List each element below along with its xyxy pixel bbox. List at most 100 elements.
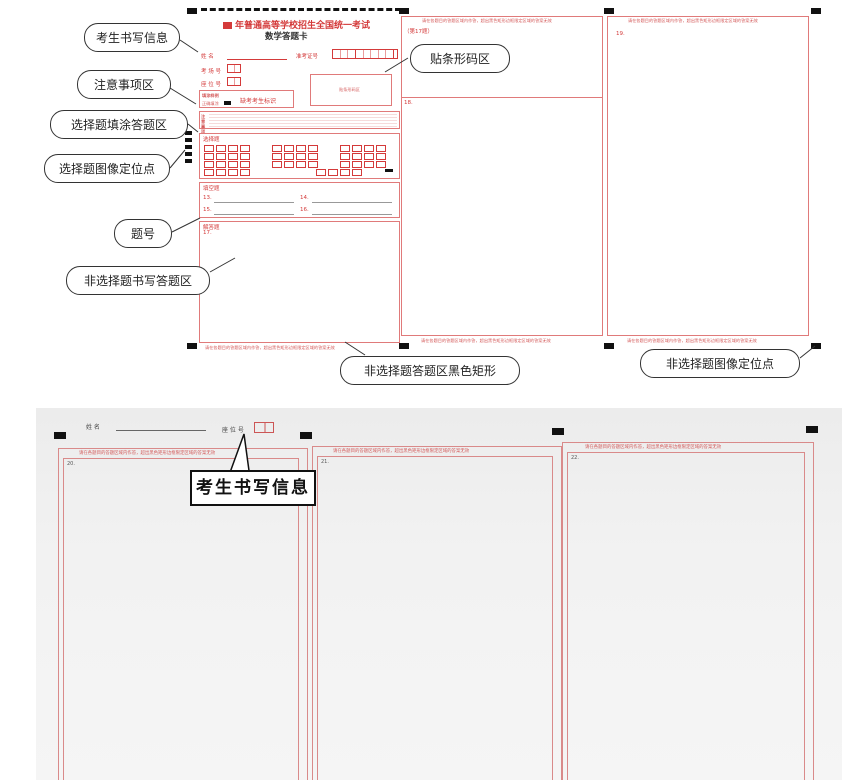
notice-text: [209, 114, 397, 128]
photo-q20-label: 20.: [67, 461, 75, 467]
photo-q21-label: 21.: [321, 459, 329, 465]
bubble[interactable]: [340, 169, 350, 176]
col2-header: （第17题）: [404, 29, 433, 35]
callout-black-rect: 非选择题答题区黑色矩形: [340, 356, 520, 385]
bubble[interactable]: [364, 161, 374, 168]
photo-col2-top-text: 请在各题目的答题区域内作答，超出黑色矩形边框限定区域的答案无效: [333, 449, 470, 454]
bubble[interactable]: [340, 145, 350, 152]
bubble[interactable]: [296, 153, 306, 160]
bubble[interactable]: [228, 161, 238, 168]
photo-mark-3: [552, 428, 564, 435]
bubble[interactable]: [204, 161, 214, 168]
top-dashed-line: [201, 8, 401, 11]
bubble[interactable]: [376, 161, 386, 168]
connector-candidate-info: [179, 39, 199, 53]
photo-column-2: 请在各题目的答题区域内作答，超出黑色矩形边框限定区域的答案无效 21.: [312, 446, 562, 780]
bubble[interactable]: [216, 169, 226, 176]
bubble[interactable]: [272, 153, 282, 160]
photo-col3-top-text: 请在各题目的答题区域内作答，超出黑色矩形边框限定区域的答案无效: [585, 445, 722, 450]
choice-locator-4: [185, 152, 192, 156]
bubble[interactable]: [284, 145, 294, 152]
bubble[interactable]: [228, 169, 238, 176]
locator-mark-b4: [811, 343, 821, 349]
bubble[interactable]: [352, 161, 362, 168]
q15-line: [214, 214, 294, 215]
bubble[interactable]: [376, 153, 386, 160]
locator-mark-tl: [187, 8, 197, 14]
bubble[interactable]: [296, 161, 306, 168]
callout-nonchoice-area: 非选择题书写答题区: [66, 266, 210, 295]
bubble[interactable]: [308, 161, 318, 168]
photo-col1-top-text: 请在各题目的答题区域内作答，超出黑色矩形边框限定区域的答案无效: [79, 451, 216, 456]
bubble[interactable]: [204, 145, 214, 152]
locator-mark-b2: [399, 343, 409, 349]
title-row: 年普通高等学校招生全国统一考试: [223, 18, 393, 31]
bubble[interactable]: [204, 153, 214, 160]
bubble[interactable]: [240, 145, 250, 152]
answer-sheet: 年普通高等学校招生全国统一考试 数学答题卡 姓 名 准考证号 考 场 号 座 位…: [183, 8, 823, 350]
column-1: 年普通高等学校招生全国统一考试 数学答题卡 姓 名 准考证号 考 场 号 座 位…: [195, 16, 400, 350]
bubble[interactable]: [216, 145, 226, 152]
bubble[interactable]: [376, 145, 386, 152]
photo-mark-1: [54, 432, 66, 439]
bubble[interactable]: [316, 169, 326, 176]
fill-example-box: 填涂样例 正确填涂 缺考考生标识: [199, 90, 294, 108]
bubble[interactable]: [240, 161, 250, 168]
col2-boundary-text: 请在各题目的答题区域内作答，超出黑色矩形边框限定区域的答案无效: [421, 338, 551, 343]
locator-mark-bl: [187, 343, 197, 349]
seat-boxes: [227, 77, 241, 86]
q14-label: 14.: [300, 195, 309, 201]
bubble[interactable]: [352, 153, 362, 160]
connector-choice-locator: [169, 149, 186, 169]
connector-nonchoice-locator: [799, 345, 816, 359]
bubble[interactable]: [228, 153, 238, 160]
bubble[interactable]: [328, 169, 338, 176]
connector-nonchoice: [209, 257, 236, 273]
q13-label: 13.: [203, 195, 212, 201]
bubble[interactable]: [308, 145, 318, 152]
q17-label: 17.: [203, 230, 212, 236]
room-boxes: [227, 64, 241, 73]
photo-back-side: 姓 名 座 位 号 请在各题目的答题区域内作答，超出黑色矩形边框限定区域的答案无…: [36, 408, 842, 780]
bubble[interactable]: [340, 153, 350, 160]
name-line: [227, 59, 287, 60]
bubble[interactable]: [204, 169, 214, 176]
fill-example-label: 填涂样例: [202, 93, 219, 98]
bubble[interactable]: [352, 145, 362, 152]
q18-label: 18.: [404, 100, 413, 106]
bubble[interactable]: [216, 153, 226, 160]
photo-seat-label: 座 位 号: [222, 427, 244, 434]
photo-col1-inner: 20.: [63, 458, 299, 780]
bubble[interactable]: [308, 153, 318, 160]
choice-section-label: 选择题: [203, 137, 220, 143]
bubble[interactable]: [284, 161, 294, 168]
connector-choice-fill: [187, 123, 199, 133]
filled-sample: [224, 101, 231, 105]
seat-label: 座 位 号: [201, 82, 221, 88]
bubble[interactable]: [364, 153, 374, 160]
col3-boundary-text: 请在各题目的答题区域内作答，超出黑色矩形边框限定区域的答案无效: [627, 338, 757, 343]
barcode-label: 贴条形码区: [339, 87, 360, 92]
bubble[interactable]: [228, 145, 238, 152]
col2-top-text: 请在各题目的答题区域内作答，超出黑色矩形边框限定区域的答案无效: [422, 18, 552, 23]
bubble[interactable]: [272, 145, 282, 152]
col1-boundary-text: 请在各题目的答题区域内作答，超出黑色矩形边框限定区域的答案无效: [205, 345, 335, 350]
q14-line: [312, 202, 392, 203]
bubble[interactable]: [240, 169, 250, 176]
column-2: 请在各题目的答题区域内作答，超出黑色矩形边框限定区域的答案无效 （第17题） 1…: [401, 16, 603, 336]
choice-locator-1: [185, 131, 192, 135]
bubble[interactable]: [364, 145, 374, 152]
bubble[interactable]: [284, 153, 294, 160]
bubble[interactable]: [352, 169, 362, 176]
choice-locator-5: [185, 159, 192, 163]
bubble[interactable]: [340, 161, 350, 168]
bubble[interactable]: [296, 145, 306, 152]
bubble[interactable]: [272, 161, 282, 168]
callout-choice-fill-area: 选择题填涂答题区: [50, 110, 188, 139]
callout-connectors: [169, 39, 816, 359]
bubble[interactable]: [216, 161, 226, 168]
bubble[interactable]: [240, 153, 250, 160]
connector-black-rect: [344, 341, 366, 356]
photo-column-1: 请在各题目的答题区域内作答，超出黑色矩形边框限定区域的答案无效 20.: [58, 448, 308, 780]
choice-locator-3: [185, 145, 192, 149]
